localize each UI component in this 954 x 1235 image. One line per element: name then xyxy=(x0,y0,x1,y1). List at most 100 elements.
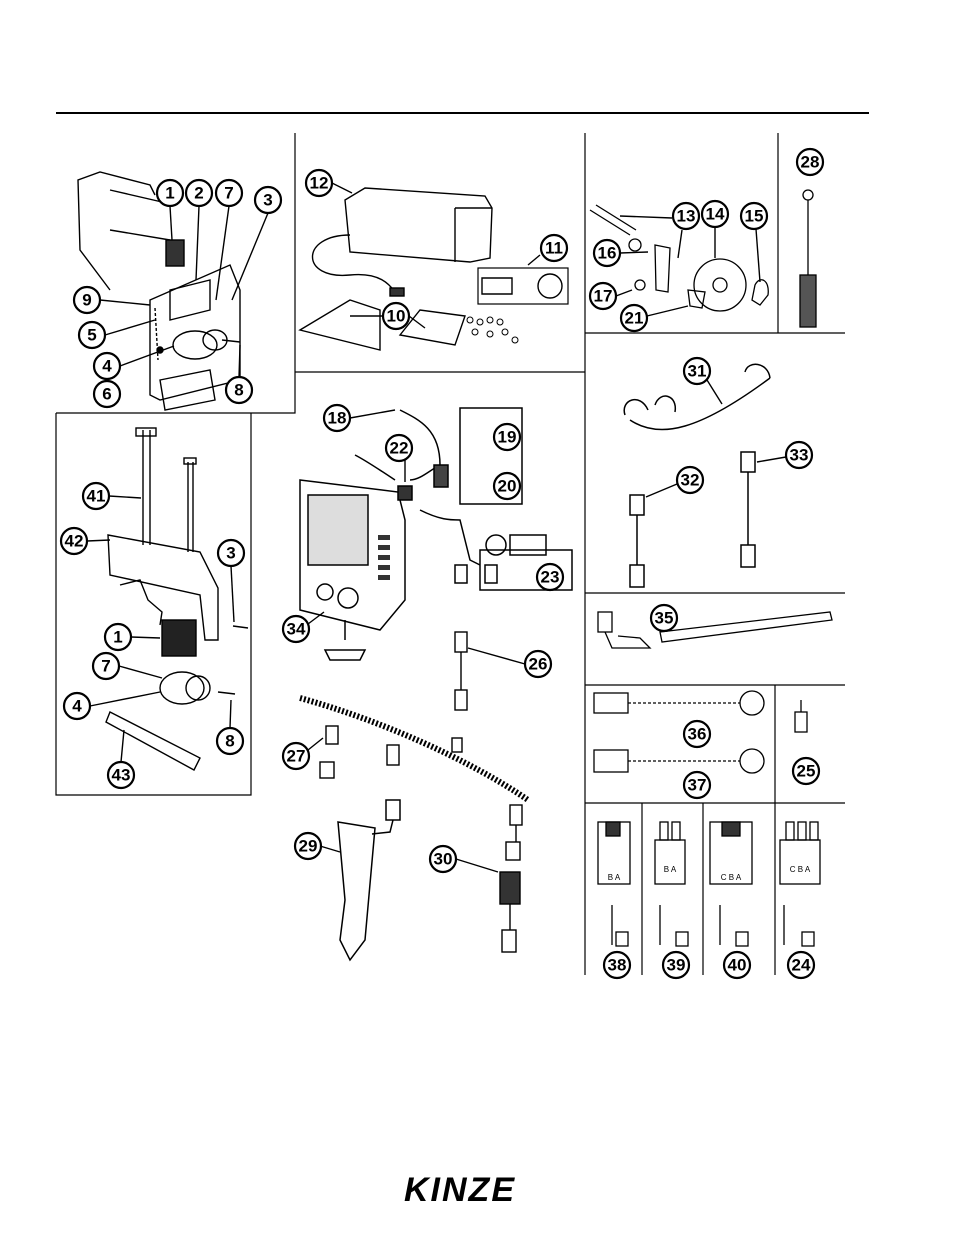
callout-16: 16 xyxy=(594,240,620,266)
callout-13: 13 xyxy=(673,203,699,229)
callout-11: 11 xyxy=(541,235,567,261)
svg-text:7: 7 xyxy=(224,184,233,203)
svg-text:43: 43 xyxy=(112,766,131,785)
callout-33: 33 xyxy=(786,442,812,468)
callout-3-alt: 3 xyxy=(218,540,244,566)
callout-1: 1 xyxy=(157,180,183,206)
callout-14: 14 xyxy=(702,201,728,227)
callout-9: 9 xyxy=(74,287,100,313)
svg-text:26: 26 xyxy=(529,655,548,674)
svg-text:10: 10 xyxy=(387,307,406,326)
callout-31: 31 xyxy=(684,358,710,384)
connector-39-letters: B A xyxy=(664,865,677,874)
callout-43: 43 xyxy=(108,762,134,788)
callout-8: 8 xyxy=(226,377,252,403)
connector-38-letters: B A xyxy=(608,873,621,882)
svg-text:6: 6 xyxy=(102,385,111,404)
callout-34: 34 xyxy=(283,616,309,642)
svg-text:12: 12 xyxy=(310,174,329,193)
monitor-drawing xyxy=(300,408,572,660)
cable-tie-drawing xyxy=(598,612,832,648)
callout-27: 27 xyxy=(283,743,309,769)
callout-5: 5 xyxy=(79,322,105,348)
svg-text:35: 35 xyxy=(655,609,674,628)
svg-text:2: 2 xyxy=(194,184,203,203)
probe-tool-drawing xyxy=(800,190,816,327)
callout-15: 15 xyxy=(741,203,767,229)
svg-text:KINZE: KINZE xyxy=(404,1171,516,1209)
brand-logo: KINZE xyxy=(404,1171,516,1209)
svg-text:1: 1 xyxy=(165,184,174,203)
svg-text:4: 4 xyxy=(72,697,82,716)
callout-8-alt: 8 xyxy=(217,728,243,754)
svg-text:16: 16 xyxy=(598,244,617,263)
svg-text:18: 18 xyxy=(328,409,347,428)
svg-text:29: 29 xyxy=(299,837,318,856)
callout-38: 38 xyxy=(604,952,630,978)
svg-text:9: 9 xyxy=(82,291,91,310)
svg-text:32: 32 xyxy=(681,471,700,490)
svg-text:24: 24 xyxy=(792,956,811,975)
callout-39: 39 xyxy=(663,952,689,978)
svg-text:1: 1 xyxy=(113,628,122,647)
svg-text:40: 40 xyxy=(728,956,747,975)
svg-text:38: 38 xyxy=(608,956,627,975)
svg-text:33: 33 xyxy=(790,446,809,465)
callout-4-alt: 4 xyxy=(64,693,90,719)
svg-text:42: 42 xyxy=(65,532,84,551)
callout-19: 19 xyxy=(494,424,520,450)
svg-text:37: 37 xyxy=(688,776,707,795)
svg-text:8: 8 xyxy=(225,732,234,751)
svg-text:3: 3 xyxy=(226,544,235,563)
callout-24: 24 xyxy=(788,952,814,978)
callout-7-alt: 7 xyxy=(93,653,119,679)
svg-text:15: 15 xyxy=(745,207,764,226)
svg-text:11: 11 xyxy=(545,239,563,258)
callout-10: 10 xyxy=(383,303,409,329)
svg-text:36: 36 xyxy=(688,725,707,744)
svg-text:30: 30 xyxy=(434,850,453,869)
svg-text:27: 27 xyxy=(287,747,306,766)
callout-3: 3 xyxy=(255,187,281,213)
callout-40: 40 xyxy=(724,952,750,978)
svg-text:31: 31 xyxy=(688,362,707,381)
callout-42: 42 xyxy=(61,528,87,554)
connector-24-letters: C B A xyxy=(790,865,811,874)
housing-drawing xyxy=(300,188,568,350)
callout-17: 17 xyxy=(590,283,616,309)
callout-1-alt: 1 xyxy=(105,624,131,650)
callout-23: 23 xyxy=(537,564,563,590)
alt-bracket-drawing xyxy=(106,428,248,770)
callout-20: 20 xyxy=(494,473,520,499)
svg-text:25: 25 xyxy=(797,762,816,781)
terminal-drawing xyxy=(795,700,807,732)
callout-41: 41 xyxy=(83,483,109,509)
callout-28: 28 xyxy=(797,149,823,175)
svg-text:34: 34 xyxy=(287,620,306,639)
callout-35: 35 xyxy=(651,605,677,631)
callout-7: 7 xyxy=(216,180,242,206)
harness-drawing xyxy=(300,632,528,952)
callout-2: 2 xyxy=(186,180,212,206)
svg-text:17: 17 xyxy=(594,287,613,306)
connector-40-letters: C B A xyxy=(721,873,742,882)
callout-6: 6 xyxy=(94,381,120,407)
callout-4: 4 xyxy=(94,353,120,379)
wire-connector-drawing xyxy=(594,691,764,773)
callout-29: 29 xyxy=(295,833,321,859)
callout-36: 36 xyxy=(684,721,710,747)
callout-18: 18 xyxy=(324,405,350,431)
svg-text:23: 23 xyxy=(541,568,560,587)
svg-text:19: 19 xyxy=(498,428,517,447)
callout-26: 26 xyxy=(525,651,551,677)
svg-text:28: 28 xyxy=(801,153,820,172)
callout-37: 37 xyxy=(684,772,710,798)
svg-text:14: 14 xyxy=(706,205,725,224)
svg-text:41: 41 xyxy=(87,487,106,506)
svg-text:21: 21 xyxy=(625,309,644,328)
svg-text:39: 39 xyxy=(667,956,686,975)
svg-text:7: 7 xyxy=(101,657,110,676)
svg-text:4: 4 xyxy=(102,357,112,376)
svg-text:3: 3 xyxy=(263,191,272,210)
